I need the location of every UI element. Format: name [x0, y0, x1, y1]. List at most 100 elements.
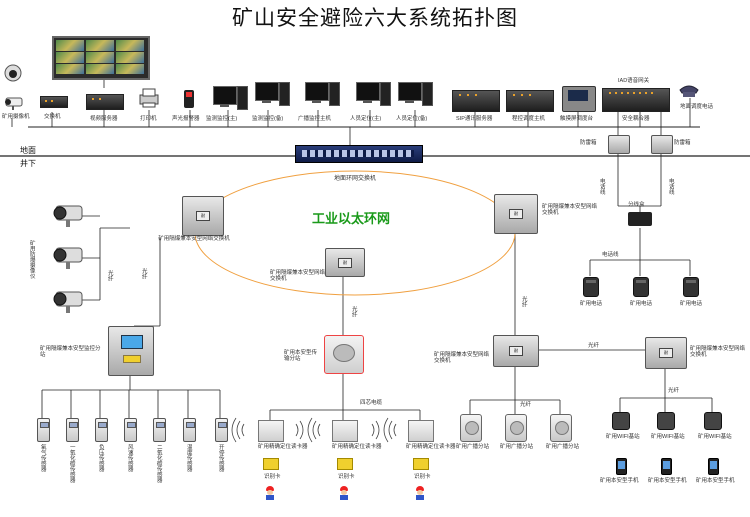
label-broadcast-substation: 矿用本安型传输分站	[284, 350, 318, 363]
printer-icon	[138, 88, 160, 108]
label-sensor-onoff: 开停传感器	[217, 444, 224, 472]
label-mine-phone-1: 矿用电话	[580, 301, 603, 307]
label-explosion-proof-cameras: 矿用防爆摄像仪	[28, 240, 35, 279]
video-server	[86, 94, 124, 110]
label-ring-switch-left: 矿用隔爆兼本安型网络交换机	[158, 236, 230, 242]
label-mobile-2: 矿用本安型手机	[648, 478, 687, 484]
explosion-proof-camera-icon	[52, 288, 84, 314]
label-junction-box: 分线盒	[628, 202, 645, 208]
switch-far-right: 耐	[645, 337, 687, 369]
label-fiber-7: 光纤	[668, 388, 680, 394]
page-title: 矿山安全避险六大系统拓扑图	[232, 6, 518, 30]
ring-network-label: 工业以太环网	[312, 212, 391, 227]
label-dispatch-host: 程控调度主机	[512, 116, 546, 122]
label-sensor-pressure: 负压传感器	[97, 444, 104, 472]
label-monitor-substation: 矿用隔爆兼本安型监控分站	[40, 346, 101, 359]
label-reader-3: 矿用精确定位读卡器	[406, 444, 456, 450]
mobile-phone-icon	[661, 458, 672, 475]
label-card-1: 识别卡	[264, 474, 281, 480]
label-mobile-3: 矿用本安型手机	[696, 478, 735, 484]
label-sensor-wind: 风速传感器	[126, 444, 133, 472]
monitor-broadcast-host	[305, 82, 340, 106]
label-fiber-3: 光纤	[350, 306, 357, 317]
id-card-icon	[263, 458, 279, 470]
miner-icon	[415, 486, 425, 500]
label-core-switch: 地面环网交换机	[334, 176, 377, 182]
label-broadcast-3: 矿用广播分站	[546, 444, 580, 450]
bullet-camera-icon	[2, 96, 24, 110]
wind-speed-sensor	[124, 418, 137, 442]
label-broadcast-2: 矿用广播分站	[500, 444, 534, 450]
broadcast-substation	[324, 335, 364, 374]
dome-camera-icon	[4, 64, 22, 82]
label-phone-line-3: 电话线	[602, 252, 619, 258]
label-phone-line-1: 电话线	[598, 178, 605, 195]
ground-below-label: 井下	[20, 159, 36, 168]
label-switch-far-right: 矿用隔爆兼本安型网络交换机	[690, 346, 746, 359]
dispatch-host	[506, 90, 554, 112]
label-bus: 四芯电缆	[360, 400, 383, 406]
video-wall	[52, 36, 150, 80]
wifi-base-2	[657, 412, 675, 430]
label-fiber-1: 光纤	[106, 270, 113, 281]
monitor-monitoring-main	[213, 86, 248, 110]
label-positioning-main: 人员定位(主)	[350, 116, 382, 122]
junction-box	[628, 212, 652, 226]
label-phone-line-2: 电话线	[667, 178, 674, 195]
label-reader-1: 矿用精确定位读卡器	[258, 444, 308, 450]
label-video-server: 视频服务器	[90, 116, 118, 122]
label-printer: 打印机	[140, 116, 157, 122]
monitor-substation	[108, 326, 154, 376]
label-switch: 交换机	[44, 114, 61, 120]
switch-lower-right: 耐	[493, 335, 539, 367]
label-gateway: IAD语音网关	[618, 78, 650, 84]
desk-phone-icon	[678, 84, 700, 98]
label-desk-phone: 地面调度电话	[680, 104, 714, 110]
core-switch	[295, 145, 423, 163]
label-broadcast-1: 矿用广播分站	[456, 444, 490, 450]
id-card-icon	[413, 458, 429, 470]
broadcast-station-1	[460, 414, 482, 442]
label-sensor-co2: 二氧化碳传感器	[155, 444, 162, 483]
switch-device	[40, 96, 68, 108]
label-sensor-co: 一氧化碳传感器	[68, 444, 75, 483]
monitor-monitoring-backup	[255, 82, 290, 106]
label-wifi-base-2: 矿用WIFI基站	[651, 434, 685, 440]
explosion-proof-camera-icon	[52, 202, 84, 228]
touch-console	[562, 86, 596, 112]
miner-icon	[265, 486, 275, 500]
mobile-phone-icon	[708, 458, 719, 475]
mine-phone-icon	[633, 277, 649, 297]
label-card-3: 识别卡	[414, 474, 431, 480]
mine-phone-icon	[583, 277, 599, 297]
label-monitoring-backup: 监测监控(备)	[252, 116, 284, 122]
co2-sensor	[153, 418, 166, 442]
label-alarm: 声光报警器	[172, 116, 200, 122]
ring-switch-right: 耐	[494, 194, 538, 234]
label-switch-lower-right: 矿用隔爆兼本安型网络交换机	[434, 352, 490, 365]
sip-server	[452, 90, 500, 112]
label-positioning-backup: 人员定位(备)	[396, 116, 428, 122]
monitor-positioning-main	[356, 82, 391, 106]
pressure-sensor	[95, 418, 108, 442]
label-monitoring-main: 监测监控(主)	[206, 116, 238, 122]
label-reader-2: 矿用精确定位读卡器	[332, 444, 382, 450]
precise-reader-3	[408, 420, 434, 442]
label-fiber-5: 光纤	[588, 343, 600, 349]
monitor-positioning-backup	[398, 82, 433, 106]
label-thunder-box-2: 防雷箱	[674, 140, 691, 146]
label-mobile-1: 矿用本安型手机	[600, 478, 639, 484]
temperature-sensor	[183, 418, 196, 442]
label-sip-server: SIP通讯服务器	[456, 116, 493, 122]
label-fiber-6: 光纤	[520, 402, 532, 408]
alarm-icon	[182, 88, 196, 110]
label-card-2: 识别卡	[338, 474, 355, 480]
iad-gateway	[602, 88, 670, 112]
ground-above-label: 地面	[20, 146, 36, 155]
thunder-box-1	[608, 135, 630, 154]
label-sensor-oxygen: 氧气传感器	[39, 444, 46, 472]
id-card-icon	[337, 458, 353, 470]
mobile-phone-icon	[616, 458, 627, 475]
label-ring-switch-center: 矿用隔爆兼本安型网络交换机	[270, 270, 326, 283]
label-mine-phone-3: 矿用电话	[680, 301, 703, 307]
